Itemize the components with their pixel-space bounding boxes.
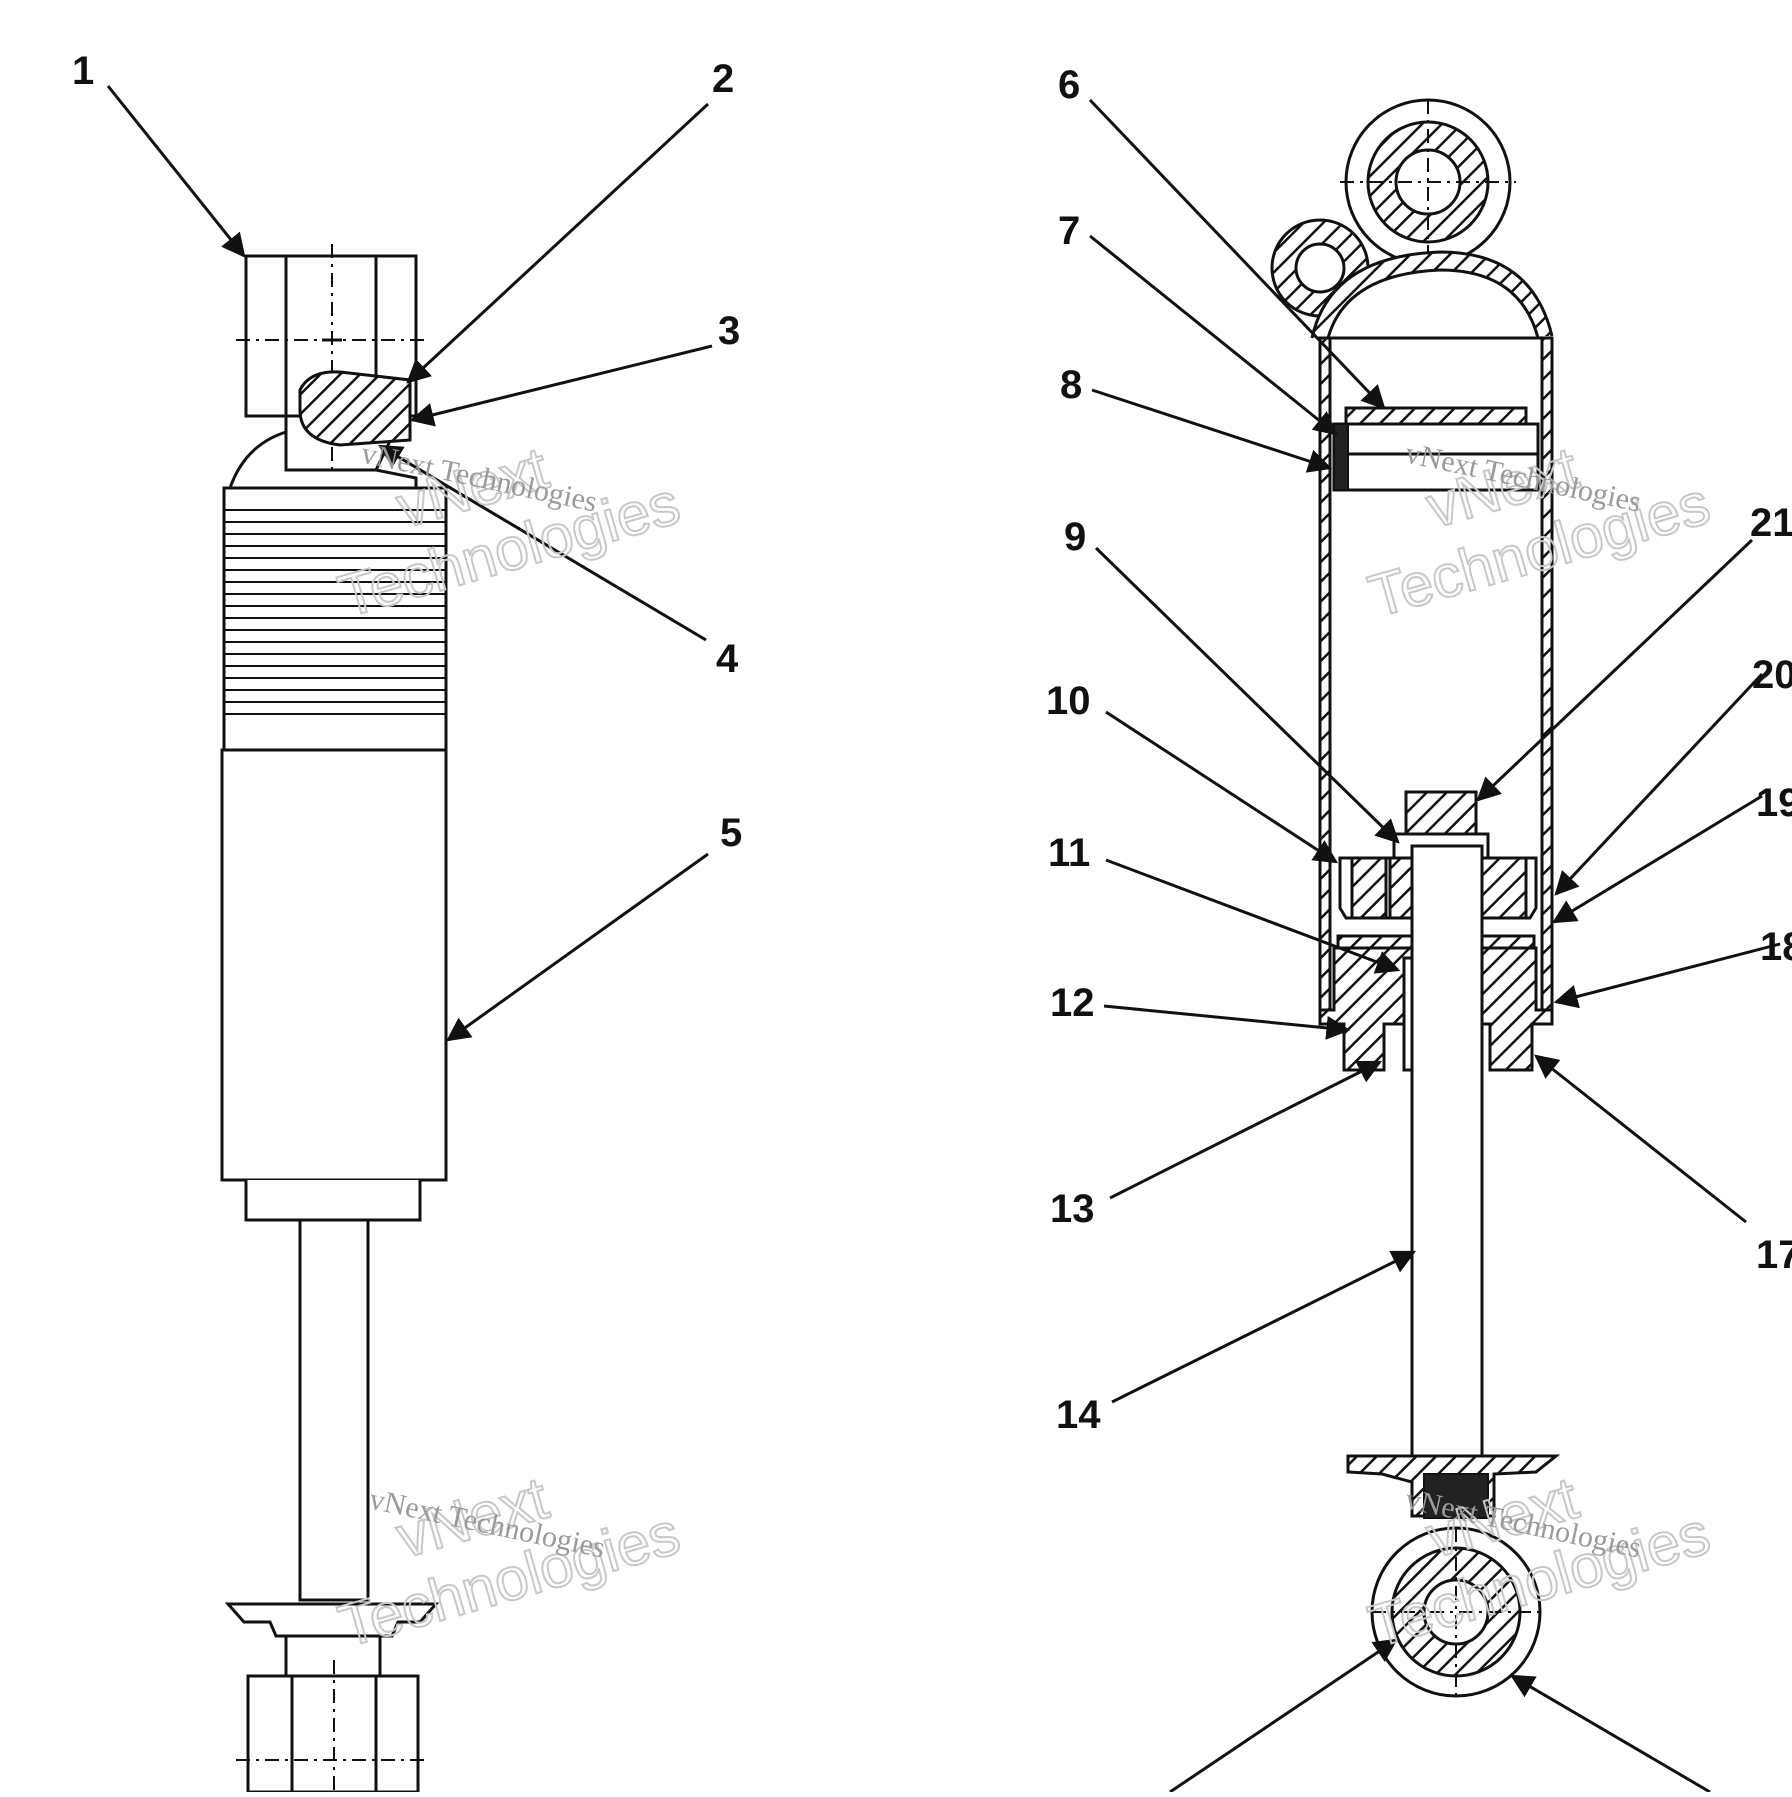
callout-11: 11: [1048, 831, 1090, 875]
callout-9: 9: [1064, 515, 1086, 559]
schrader-valve: [298, 370, 412, 447]
callout-3: 3: [718, 309, 740, 353]
callout-20: 20: [1752, 653, 1792, 697]
callout-4: 4: [716, 637, 739, 681]
floating-piston: [1344, 406, 1528, 426]
callout-21: 21: [1750, 501, 1792, 545]
callout-1: 1: [72, 49, 94, 93]
callout-18: 18: [1760, 925, 1792, 969]
callout-6: 6: [1058, 63, 1080, 107]
cutaway-view: [1270, 98, 1561, 1698]
threads: [224, 509, 446, 715]
bump-stop: [224, 1602, 440, 1638]
callout-17: 17: [1756, 1233, 1792, 1277]
callout-7: 7: [1058, 209, 1080, 253]
callout-10: 10: [1046, 679, 1091, 723]
leader-lines: [106, 85, 1781, 1794]
callout-8: 8: [1060, 363, 1082, 407]
callout-13: 13: [1050, 1187, 1095, 1231]
exterior-view: [220, 244, 448, 1794]
callout-19: 19: [1756, 781, 1792, 825]
callout-5: 5: [720, 811, 742, 855]
shaft-exterior: [298, 1218, 370, 1602]
callout-12: 12: [1050, 981, 1095, 1025]
callout-2: 2: [712, 57, 734, 101]
callout-14: 14: [1056, 1393, 1101, 1437]
callout-labels: 1 2 3 4 5 6 7 8 9 10 11 12 13 14 17 18 1…: [72, 49, 1792, 1437]
shock-body: [220, 748, 448, 1182]
shaft-cutaway: [1410, 844, 1484, 1468]
